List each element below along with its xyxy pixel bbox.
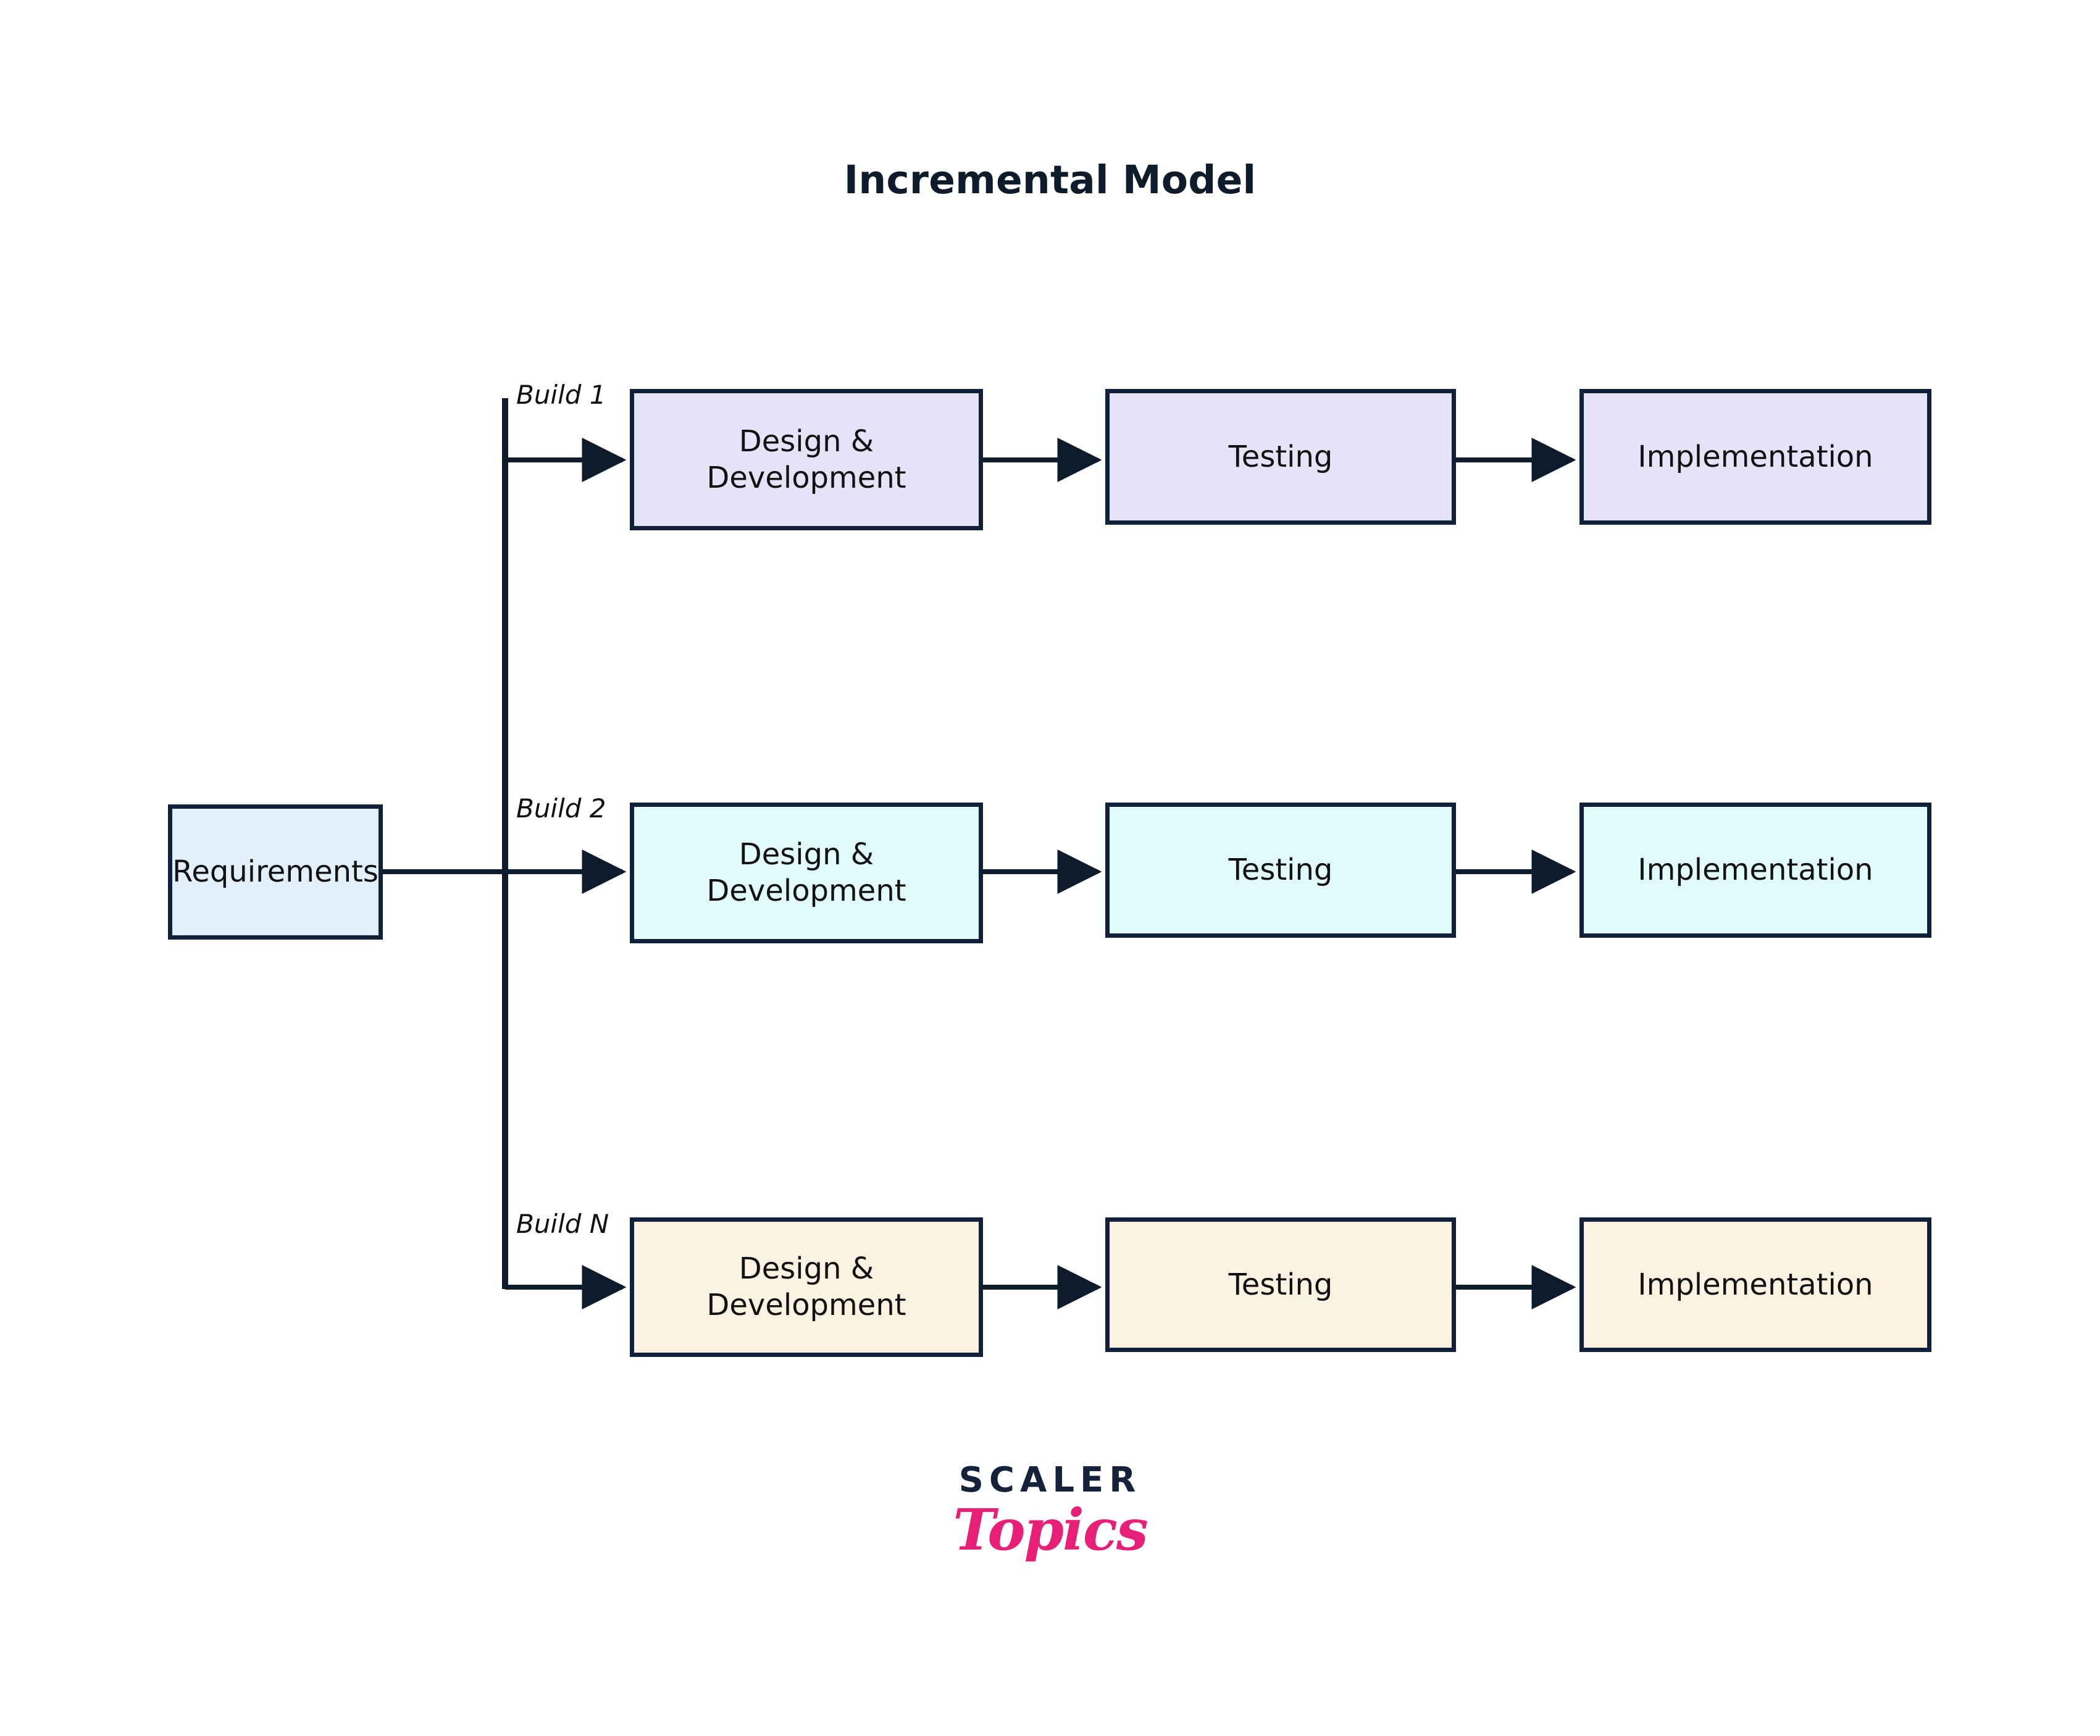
node-requirements[interactable]: Requirements [168,804,383,940]
logo-scaler-wordmark: SCALER [958,1460,1142,1500]
node-buildn-design-development[interactable]: Design & Development [630,1217,983,1357]
build-label-2: Build 2 [516,793,606,824]
node-build2-testing[interactable]: Testing [1105,803,1456,938]
logo-topics-wordmark: Topics [953,1496,1148,1563]
node-build1-testing[interactable]: Testing [1105,389,1456,525]
node-build2-implementation[interactable]: Implementation [1579,803,1931,938]
node-build2-design-development[interactable]: Design & Development [630,803,983,943]
node-build1-implementation[interactable]: Implementation [1579,389,1931,525]
page-title: Incremental Model [843,157,1257,202]
build-label-n: Build N [516,1209,609,1239]
build-label-1: Build 1 [516,380,606,410]
brand-logo: SCALER Topics [0,1460,2100,1563]
node-buildn-testing[interactable]: Testing [1105,1217,1456,1352]
node-build1-design-development[interactable]: Design & Development [630,389,983,530]
node-buildn-implementation[interactable]: Implementation [1579,1217,1931,1352]
